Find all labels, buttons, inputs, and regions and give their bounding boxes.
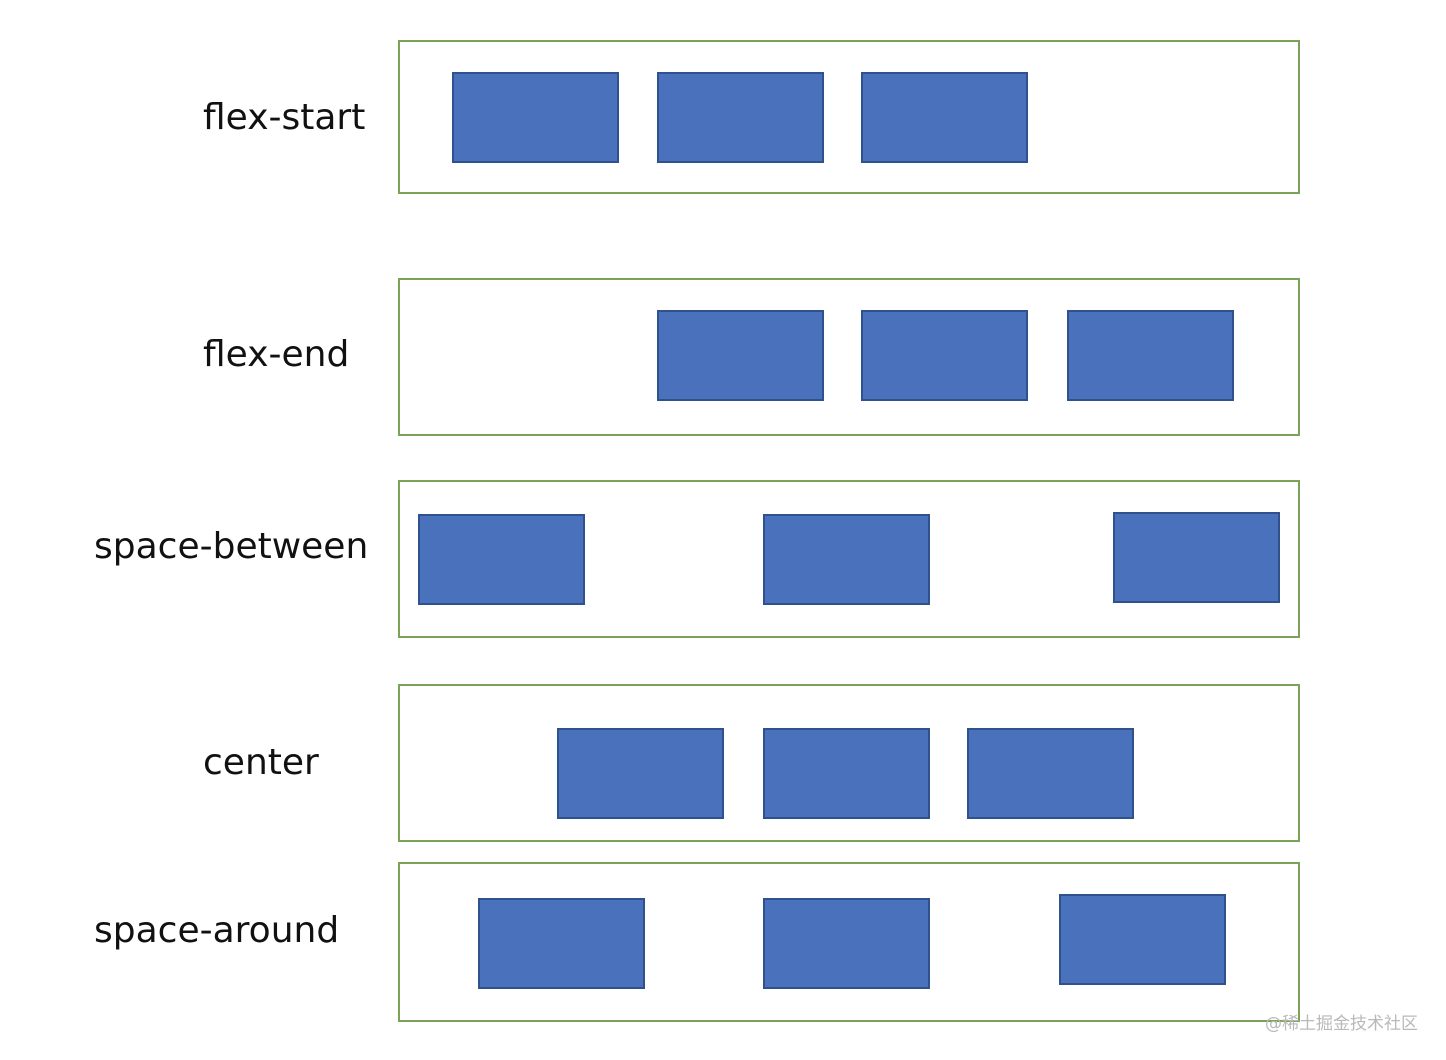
flex-item-1: [478, 898, 645, 989]
flex-item-2: [763, 728, 930, 819]
container-space-around: [398, 862, 1300, 1022]
row-label-space-between: space-between: [94, 526, 369, 567]
flex-item-3: [1067, 310, 1234, 401]
flex-item-2: [861, 310, 1028, 401]
flex-item-3: [967, 728, 1134, 819]
row-label-flex-start: flex-start: [203, 97, 366, 138]
flex-item-3: [861, 72, 1028, 163]
container-center: [398, 684, 1300, 842]
flex-item-3: [1113, 512, 1280, 603]
watermark: @稀土掘金技术社区: [1265, 1014, 1418, 1034]
row-label-flex-end: flex-end: [203, 334, 350, 375]
flex-item-3: [1059, 894, 1226, 985]
flex-item-2: [763, 514, 930, 605]
container-flex-end: [398, 278, 1300, 436]
flex-item-1: [657, 310, 824, 401]
flex-item-1: [418, 514, 585, 605]
container-space-between: [398, 480, 1300, 638]
row-label-center: center: [203, 742, 319, 783]
row-label-space-around: space-around: [94, 910, 340, 951]
flex-item-1: [452, 72, 619, 163]
container-flex-start: [398, 40, 1300, 194]
flex-item-2: [657, 72, 824, 163]
flex-item-1: [557, 728, 724, 819]
flex-item-2: [763, 898, 930, 989]
